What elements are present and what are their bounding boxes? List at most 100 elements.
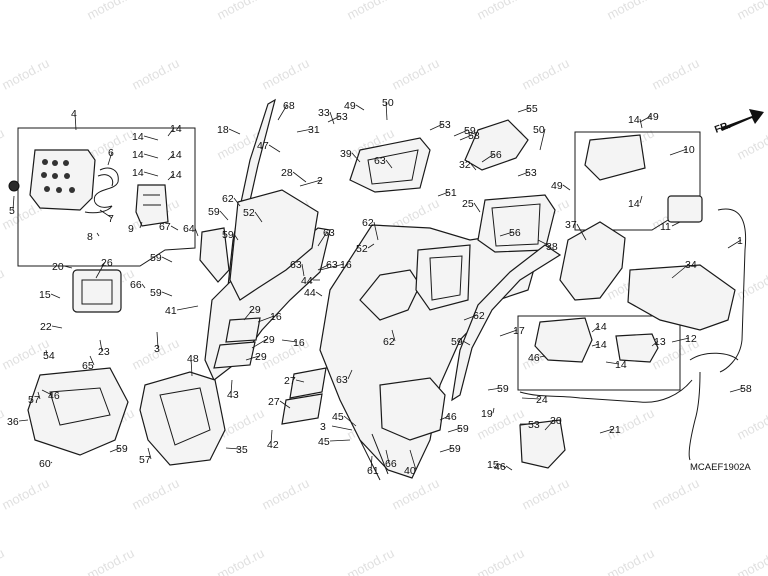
callout-label-55: 55: [526, 103, 538, 115]
watermark-text: motod.ru: [0, 125, 7, 162]
callout-label-60: 60: [39, 458, 51, 470]
leader-line-29: [245, 355, 260, 361]
leader-line-62: [233, 197, 241, 207]
callout-label-63: 63: [374, 155, 386, 167]
callout-label-44: 44: [301, 275, 313, 287]
leader-line-8: [96, 232, 100, 237]
leader-line-57: [147, 447, 152, 460]
leader-line-44: [315, 291, 323, 297]
leader-line-31: [296, 128, 313, 133]
leader-line-17: [499, 329, 518, 337]
watermark-text: motod.ru: [389, 55, 441, 92]
leader-line-14: [639, 118, 643, 129]
leader-line-9: [139, 221, 143, 229]
callout-label-16: 16: [270, 311, 282, 323]
callout-label-15: 15: [39, 289, 51, 301]
leader-line-3: [331, 425, 353, 431]
callout-label-36: 36: [7, 416, 19, 428]
callout-label-35: 35: [236, 444, 248, 456]
callout-label-14: 14: [595, 321, 607, 333]
callout-label-10: 10: [683, 144, 695, 156]
callout-label-59: 59: [451, 336, 463, 348]
leader-line-12: [671, 337, 690, 343]
parts-art: [8, 98, 764, 481]
callout-label-14: 14: [615, 359, 627, 371]
leader-line-62: [463, 314, 478, 321]
watermark-text: motod.ru: [649, 475, 701, 512]
callout-label-59: 59: [150, 287, 162, 299]
callout-label-38: 38: [546, 241, 558, 253]
leader-line-16: [319, 263, 345, 271]
callout-label-52: 52: [356, 243, 368, 255]
leader-line-64: [194, 227, 199, 237]
callout-label-14: 14: [170, 123, 182, 135]
callout-label-62: 62: [362, 217, 374, 229]
callout-label-41: 41: [165, 305, 177, 317]
callout-label-14: 14: [132, 131, 144, 143]
front-direction-label: FR.: [713, 120, 732, 136]
watermark-text: motod.ru: [734, 0, 768, 23]
leader-line-46: [439, 415, 450, 421]
callout-label-29: 29: [255, 351, 267, 363]
callout-label-5: 5: [9, 205, 15, 217]
leader-line-13: [651, 340, 659, 347]
callout-label-19: 19: [481, 408, 493, 420]
leader-line-14: [605, 361, 620, 365]
callout-label-51: 51: [445, 187, 457, 199]
watermark-text: motod.ru: [129, 475, 181, 512]
watermark-text: motod.ru: [84, 545, 136, 576]
callout-label-59: 59: [464, 125, 476, 137]
leader-line-1: [727, 239, 742, 249]
callout-label-16: 16: [293, 337, 305, 349]
callout-label-63: 63: [323, 227, 335, 239]
leader-line-49: [355, 104, 365, 111]
callout-label-67: 67: [159, 221, 171, 233]
callout-label-26: 26: [101, 257, 113, 269]
watermark-text: motod.ru: [604, 545, 656, 576]
leader-line-50: [385, 101, 388, 121]
watermark-text: motod.ru: [604, 0, 656, 23]
watermark-text: motod.ru: [734, 405, 768, 442]
callout-label-28: 28: [281, 167, 293, 179]
watermark-text: motod.ru: [519, 475, 571, 512]
leader-line-68: [277, 104, 288, 121]
callout-labels: 1233456789101112131414141414141414141414…: [7, 97, 752, 477]
callout-label-57: 57: [139, 454, 151, 466]
callout-label-64: 64: [183, 223, 195, 235]
watermark-text: motod.ru: [0, 405, 7, 442]
callout-label-42: 42: [267, 439, 279, 451]
callout-label-46: 46: [528, 352, 540, 364]
callout-label-59: 59: [150, 252, 162, 264]
leader-line-46: [505, 465, 513, 471]
watermark-text: motod.ru: [129, 55, 181, 92]
callout-label-53: 53: [525, 167, 537, 179]
leader-line-7: [99, 209, 113, 219]
watermark-text: motod.ru: [519, 55, 571, 92]
callout-label-54: 54: [43, 350, 55, 362]
callout-label-59: 59: [116, 443, 128, 455]
leader-line-15: [498, 463, 507, 469]
callout-label-25: 25: [462, 198, 474, 210]
callout-label-62: 62: [383, 336, 395, 348]
callout-label-46: 46: [494, 461, 506, 473]
leader-line-14: [591, 343, 600, 347]
leader-line-51: [437, 191, 450, 197]
leader-line-58: [459, 134, 473, 141]
leader-line-38: [537, 239, 551, 247]
watermark-text: motod.ru: [649, 55, 701, 92]
callout-label-14: 14: [170, 149, 182, 161]
leader-line-66: [141, 283, 146, 289]
leader-line-55: [517, 107, 531, 113]
diagram-code: MCAEF1902A: [690, 462, 751, 473]
leader-line-14: [143, 171, 159, 177]
watermark-text: motod.ru: [259, 55, 311, 92]
leader-line-32: [470, 163, 477, 171]
callout-label-32: 32: [459, 159, 471, 171]
callout-label-57: 57: [28, 394, 40, 406]
callout-label-8: 8: [87, 231, 93, 243]
leader-line-42: [270, 429, 273, 445]
leader-lines: [12, 101, 745, 471]
watermark-text: motod.ru: [214, 0, 266, 23]
callout-label-11: 11: [660, 221, 671, 233]
